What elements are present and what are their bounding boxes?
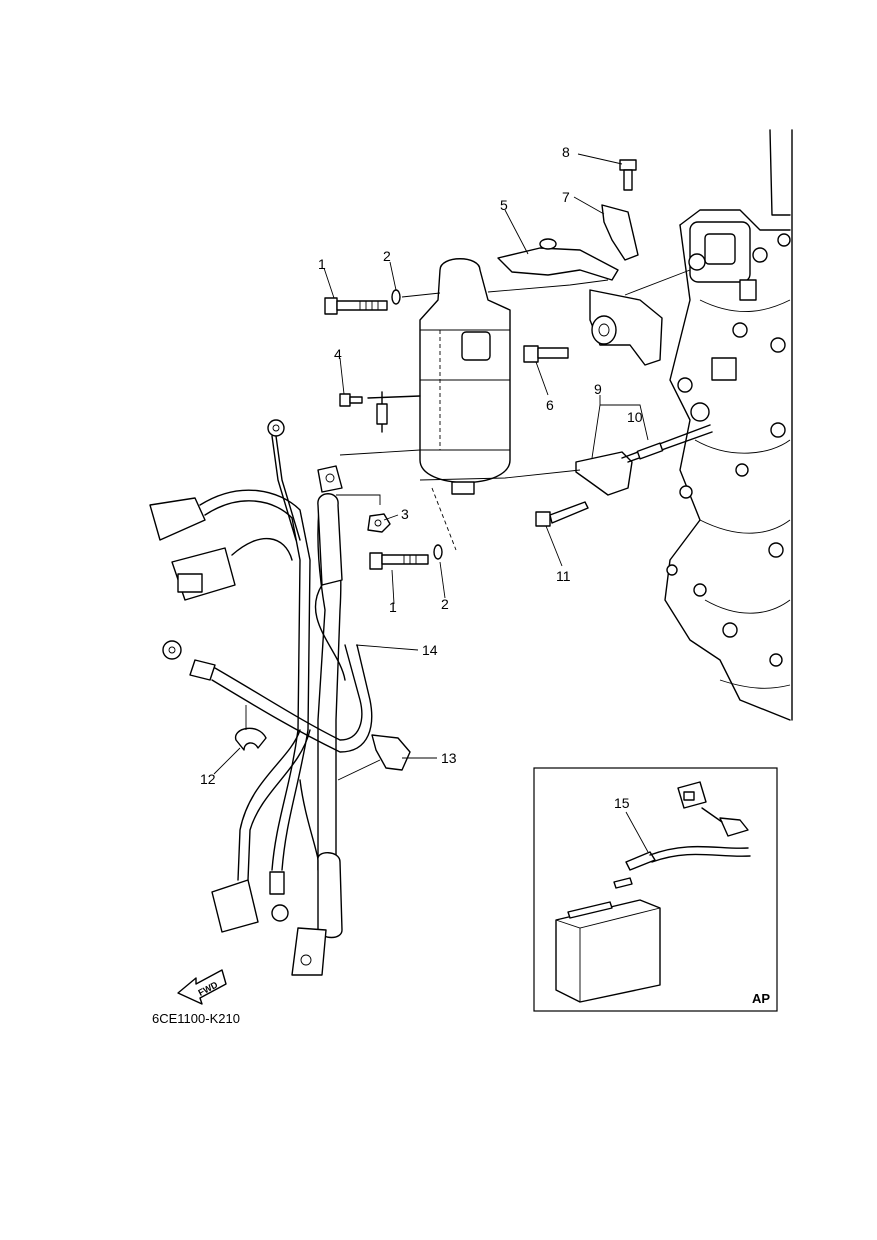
- bolt-1-lower: [369, 552, 429, 570]
- callout-9: 9: [594, 381, 602, 397]
- bolt-1-upper: [324, 297, 388, 315]
- callout-4: 4: [334, 346, 342, 362]
- callout-3: 3: [401, 506, 409, 522]
- diagram-code: 6CE1100-K210: [152, 1011, 240, 1026]
- nut-3: [367, 513, 391, 533]
- callout-15: 15: [614, 795, 630, 811]
- clamp-7: [601, 204, 639, 261]
- callout-labels: 1 2 3 4 5 6 7 8 9 10 11 1 2 12 13 14 15: [200, 144, 643, 811]
- callout-6: 6: [546, 397, 554, 413]
- bolt-6: [523, 345, 569, 363]
- relay-bracket: [589, 269, 691, 366]
- fwd-arrow: FWD: [177, 969, 227, 1005]
- callout-1-lower: 1: [389, 599, 397, 615]
- engine-block: [664, 129, 793, 721]
- callout-5: 5: [500, 197, 508, 213]
- callout-2-lower: 2: [441, 596, 449, 612]
- washer-2-lower: [433, 544, 443, 560]
- callout-13: 13: [441, 750, 457, 766]
- bolt-11: [535, 501, 589, 527]
- connector-9: [575, 424, 713, 496]
- washer-2-upper: [391, 289, 401, 305]
- inset-battery-box: [533, 767, 778, 1012]
- callout-8: 8: [562, 144, 570, 160]
- wire-harness: [149, 419, 411, 976]
- callout-2-upper: 2: [383, 248, 391, 264]
- leader-lines: [213, 153, 649, 853]
- screw-4: [339, 391, 421, 433]
- inset-label: AP: [752, 991, 770, 1006]
- callout-12: 12: [200, 771, 216, 787]
- bracket-5: [487, 238, 619, 293]
- bolt-8: [619, 159, 637, 191]
- callout-11: 11: [556, 568, 571, 584]
- starter-motor: [419, 258, 511, 495]
- callout-7: 7: [562, 189, 570, 205]
- callout-10: 10: [627, 409, 643, 425]
- callout-14: 14: [422, 642, 438, 658]
- callout-1-upper: 1: [318, 256, 326, 272]
